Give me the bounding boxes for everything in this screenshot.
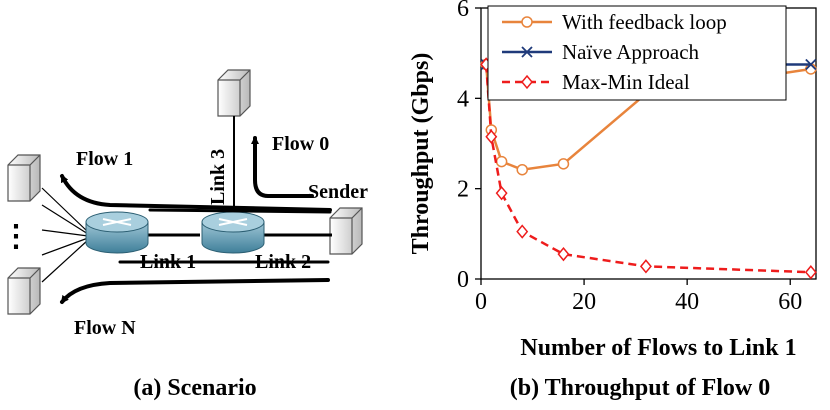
x-tick-label: 0	[475, 289, 487, 315]
data-point-1	[805, 58, 817, 71]
x-tick-label: 40	[675, 289, 699, 315]
legend-label: Naïve Approach	[562, 40, 700, 64]
legend-marker	[521, 74, 533, 90]
legend-marker	[521, 16, 533, 28]
server-icon-right	[329, 207, 363, 255]
data-point-2	[639, 259, 652, 274]
x-axis-label: Number of Flows to Link 1	[520, 335, 796, 361]
legend-label: With feedback loop	[562, 10, 727, 34]
server-icon-top	[217, 69, 251, 117]
flow-0-arrow	[251, 136, 314, 198]
data-point-2	[495, 186, 508, 201]
flow-arrows	[60, 136, 332, 304]
server-icon-left-bottom	[7, 267, 41, 315]
y-tick-label: 0	[457, 267, 469, 293]
data-point-0	[495, 155, 508, 168]
flow-upper-line	[148, 208, 332, 214]
data-point-2	[804, 265, 817, 280]
caption-b: (b) Throughput of Flow 0	[510, 375, 771, 401]
link-3-label: Link 3	[207, 149, 229, 205]
flow-n-label: Flow N	[74, 317, 136, 339]
legend-label: Max-Min Ideal	[562, 70, 690, 94]
dots-label: ⋮	[1, 220, 31, 253]
sender-label: Sender	[308, 181, 368, 203]
router-icon-1	[85, 211, 149, 254]
scenario-panel: ⋮	[1, 69, 368, 401]
x-tick-label: 20	[572, 289, 596, 315]
y-tick-label: 4	[457, 86, 469, 112]
x-tick-label: 60	[778, 289, 802, 315]
legend-marker	[521, 46, 533, 58]
flow-n-arrow	[60, 278, 330, 304]
link-2-label: Link 2	[255, 251, 311, 273]
data-point-2	[516, 224, 529, 239]
data-point-2	[557, 246, 570, 262]
y-axis-label: Throughput (Gbps)	[408, 53, 434, 255]
router-icon-2	[201, 211, 265, 254]
caption-a: (a) Scenario	[133, 375, 256, 401]
data-point-0	[557, 158, 570, 170]
access-lines	[41, 187, 89, 283]
data-point-2	[485, 129, 498, 144]
y-tick-label: 6	[457, 0, 469, 22]
server-icon-left-top	[7, 154, 41, 202]
flow-0-label: Flow 0	[272, 133, 329, 155]
data-point-0	[516, 163, 528, 176]
link-1-label: Link 1	[140, 251, 196, 273]
y-tick-label: 2	[457, 177, 469, 203]
flow-1-arrow	[60, 174, 332, 212]
flow-1-label: Flow 1	[76, 148, 133, 170]
